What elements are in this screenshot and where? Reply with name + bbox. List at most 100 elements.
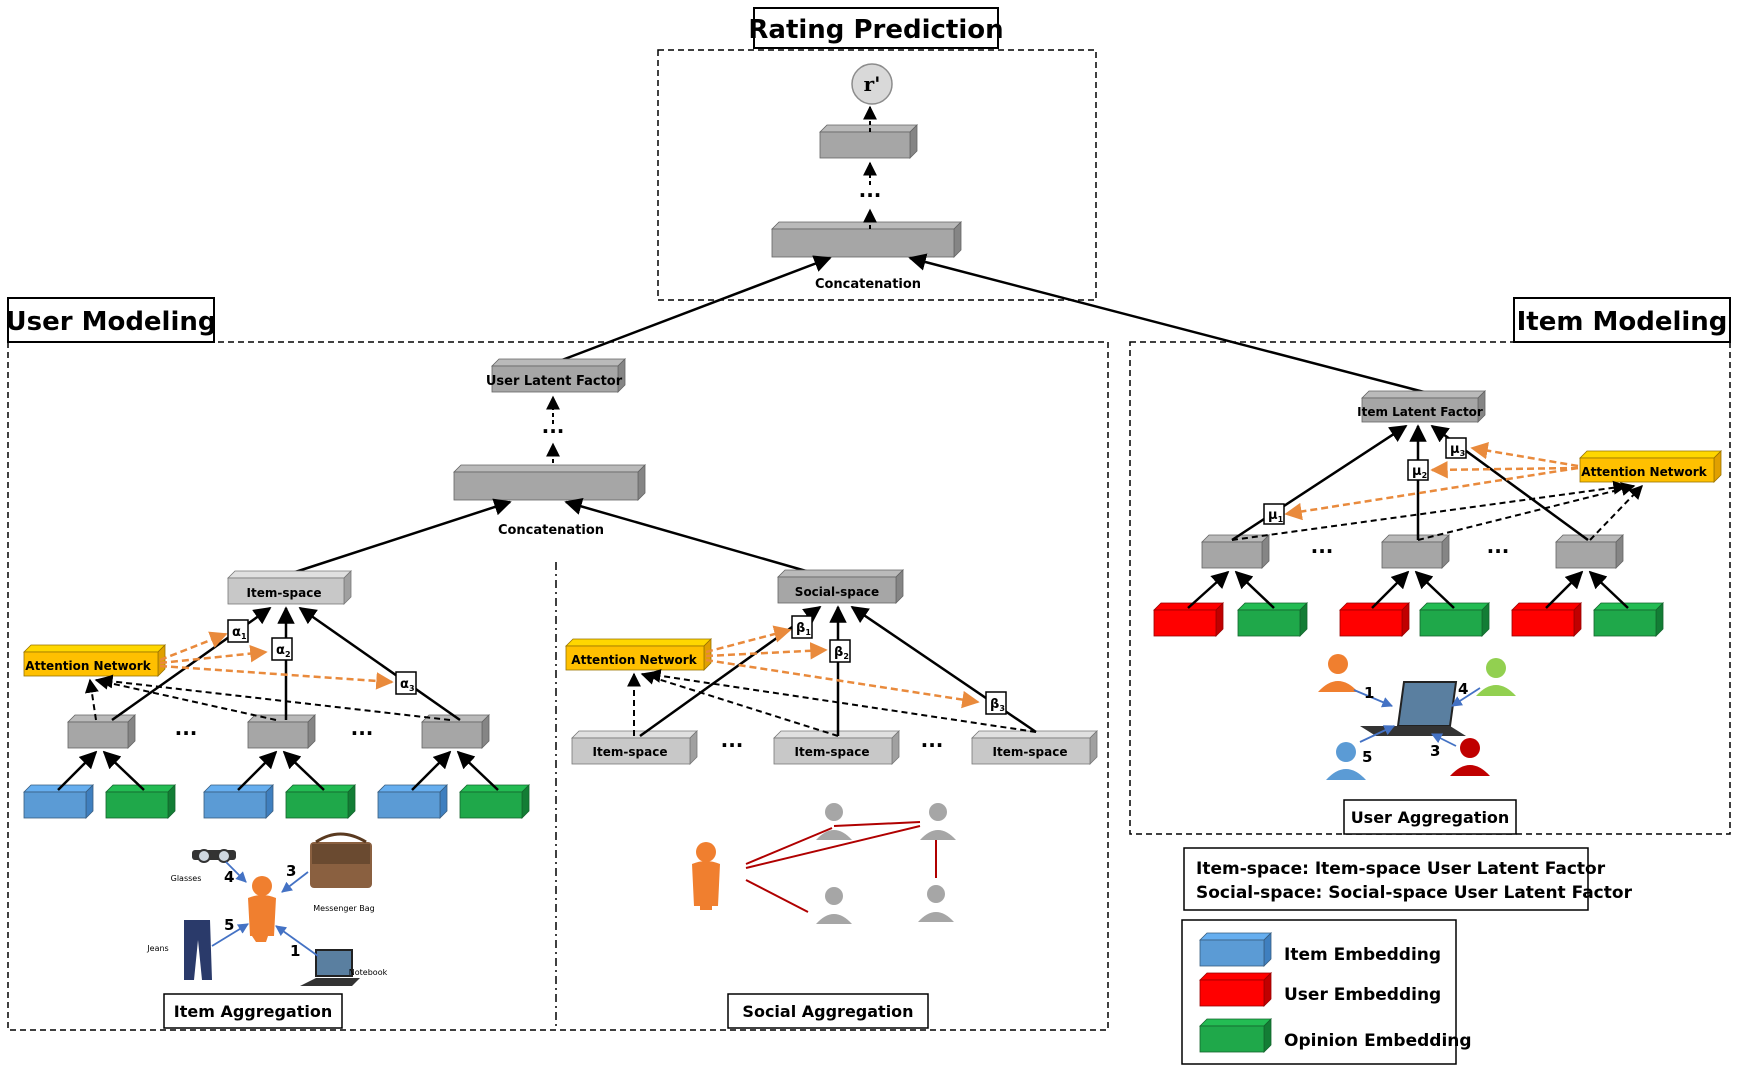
social-space-box — [777, 569, 904, 604]
user-embedding-2 — [1339, 602, 1410, 637]
user-icon-red — [1450, 738, 1490, 776]
user-agg-rating-5: 5 — [1362, 748, 1372, 766]
mu-3-box — [1445, 437, 1467, 459]
item-agg-rating-arrows — [211, 861, 319, 957]
social-branch-dots-2: ··· — [921, 733, 944, 757]
rating-dots: ··· — [859, 183, 882, 207]
rating-jeans: 5 — [224, 916, 234, 934]
glasses-label: Glasses — [171, 874, 202, 883]
legend-swatch-user — [1199, 972, 1272, 1007]
notebook-label: Notebook — [349, 968, 388, 977]
arrow-user-latent-to-concat — [561, 255, 832, 362]
neighbor-item-space-1-label: Item-space — [593, 745, 668, 759]
alpha-1: α1 — [232, 625, 247, 641]
beta-3: β3 — [990, 697, 1005, 713]
alpha-3-box — [395, 671, 417, 695]
rating-output-node — [851, 63, 893, 105]
item-branch-user-agg-3 — [1555, 534, 1624, 569]
rating-prediction-title: Rating Prediction — [748, 15, 1003, 45]
social-aggregation-label: Social Aggregation — [742, 1002, 913, 1021]
friend-user-icons — [816, 803, 956, 924]
rating-concat-label: Concatenation — [815, 277, 921, 292]
user-attention-label-left: Attention Network — [25, 659, 151, 673]
item-side-embed-arrows — [1187, 570, 1629, 609]
opinion-embedding-1 — [105, 784, 176, 819]
item-branch-attention-weights — [159, 631, 394, 690]
item-aggregation-box — [163, 993, 343, 1029]
item-modeling-title-box — [1513, 297, 1731, 343]
alpha-2-box — [271, 637, 293, 661]
rating-output-symbol: r' — [864, 72, 881, 96]
item-branch-agg-1 — [67, 714, 136, 749]
item-opinion-embedding-1 — [1237, 602, 1308, 637]
user-modeling-title-box — [7, 297, 215, 343]
user-latent-factor-box — [491, 358, 626, 393]
rating-prediction-panel — [657, 49, 1097, 301]
user-person-icon-social — [692, 842, 720, 910]
item-latent-factor-box — [1361, 390, 1486, 423]
social-branch-dashed-to-attention — [627, 668, 1037, 737]
item-attention-network — [1579, 450, 1722, 483]
item-branch-user-agg-2 — [1381, 534, 1450, 569]
jeans-icon — [184, 920, 212, 980]
beta-2: β2 — [834, 645, 849, 661]
opinion-embedding-3 — [459, 784, 530, 819]
item-side-dots-1: ··· — [1311, 539, 1334, 563]
social-aggregation-box — [727, 993, 929, 1029]
user-latent-factor-label: User Latent Factor — [486, 374, 623, 389]
arrow-itemspace-to-concat — [285, 498, 512, 577]
mu-1-box — [1263, 503, 1285, 525]
item-space-label: Item-space — [247, 586, 322, 600]
legend-swatch-opinion — [1199, 1018, 1272, 1053]
user-embedding-1 — [1153, 602, 1224, 637]
user-attention-label-right: Attention Network — [571, 653, 697, 667]
arrow-socialspace-to-concat — [564, 497, 821, 577]
item-opinion-embedding-3 — [1593, 602, 1664, 637]
neighbor-item-space-3-label: Item-space — [993, 745, 1068, 759]
notebook-icon — [300, 949, 360, 986]
item-aggregation-label: Item Aggregation — [174, 1002, 333, 1021]
item-modeling-title: Item Modeling — [1517, 307, 1728, 337]
item-branch-dots-1: ··· — [175, 721, 198, 745]
legend-label-opinion: Opinion Embedding — [1284, 1031, 1472, 1051]
user-aggregation-label: User Aggregation — [1351, 808, 1510, 827]
user-modeling-title: User Modeling — [5, 307, 216, 337]
rating-layer-top — [819, 124, 918, 159]
user-concat-label: Concatenation — [498, 523, 604, 538]
notes-box — [1183, 847, 1589, 911]
item-side-dashed-to-attention — [1231, 480, 1643, 541]
user-concat-box — [453, 464, 646, 501]
beta-1: β1 — [796, 621, 811, 637]
arrow-item-latent-to-concat — [908, 253, 1425, 394]
social-graph-edges — [745, 821, 937, 913]
social-space-label: Social-space — [795, 585, 879, 599]
user-icon-green — [1476, 658, 1516, 696]
item-embedding-3 — [377, 784, 448, 819]
user-icon-blue — [1326, 742, 1366, 780]
item-side-dots-2: ··· — [1487, 539, 1510, 563]
beta-2-box — [829, 639, 851, 663]
user-attention-network-right — [565, 638, 712, 671]
glasses-icon — [192, 849, 236, 863]
rating-glasses: 4 — [224, 868, 234, 886]
mu-2: μ2 — [1412, 464, 1427, 480]
legend-label-item: Item Embedding — [1284, 945, 1441, 965]
jeans-label: Jeans — [146, 944, 168, 953]
user-aggregation-box — [1343, 799, 1517, 835]
item-branch-agg-2 — [247, 714, 316, 749]
neighbor-item-space-2-label: Item-space — [795, 745, 870, 759]
social-branch-dots-1: ··· — [721, 733, 744, 757]
mu-3: μ3 — [1450, 442, 1465, 458]
note-item-space: Item-space: Item-space User Latent Facto… — [1196, 859, 1606, 879]
item-side-solid-arrows — [1231, 424, 1589, 542]
rating-concat-layer — [771, 221, 962, 258]
beta-1-box — [791, 615, 813, 639]
alpha-1-box — [227, 619, 249, 643]
messenger-bag-label: Messenger Bag — [313, 904, 374, 913]
legend-label-user: User Embedding — [1284, 985, 1441, 1005]
user-modeling-panel — [7, 341, 1109, 1031]
user-icon-orange — [1318, 654, 1358, 692]
messenger-bag-icon — [310, 832, 372, 888]
item-branch-agg-3 — [421, 714, 490, 749]
opinion-embedding-2 — [285, 784, 356, 819]
